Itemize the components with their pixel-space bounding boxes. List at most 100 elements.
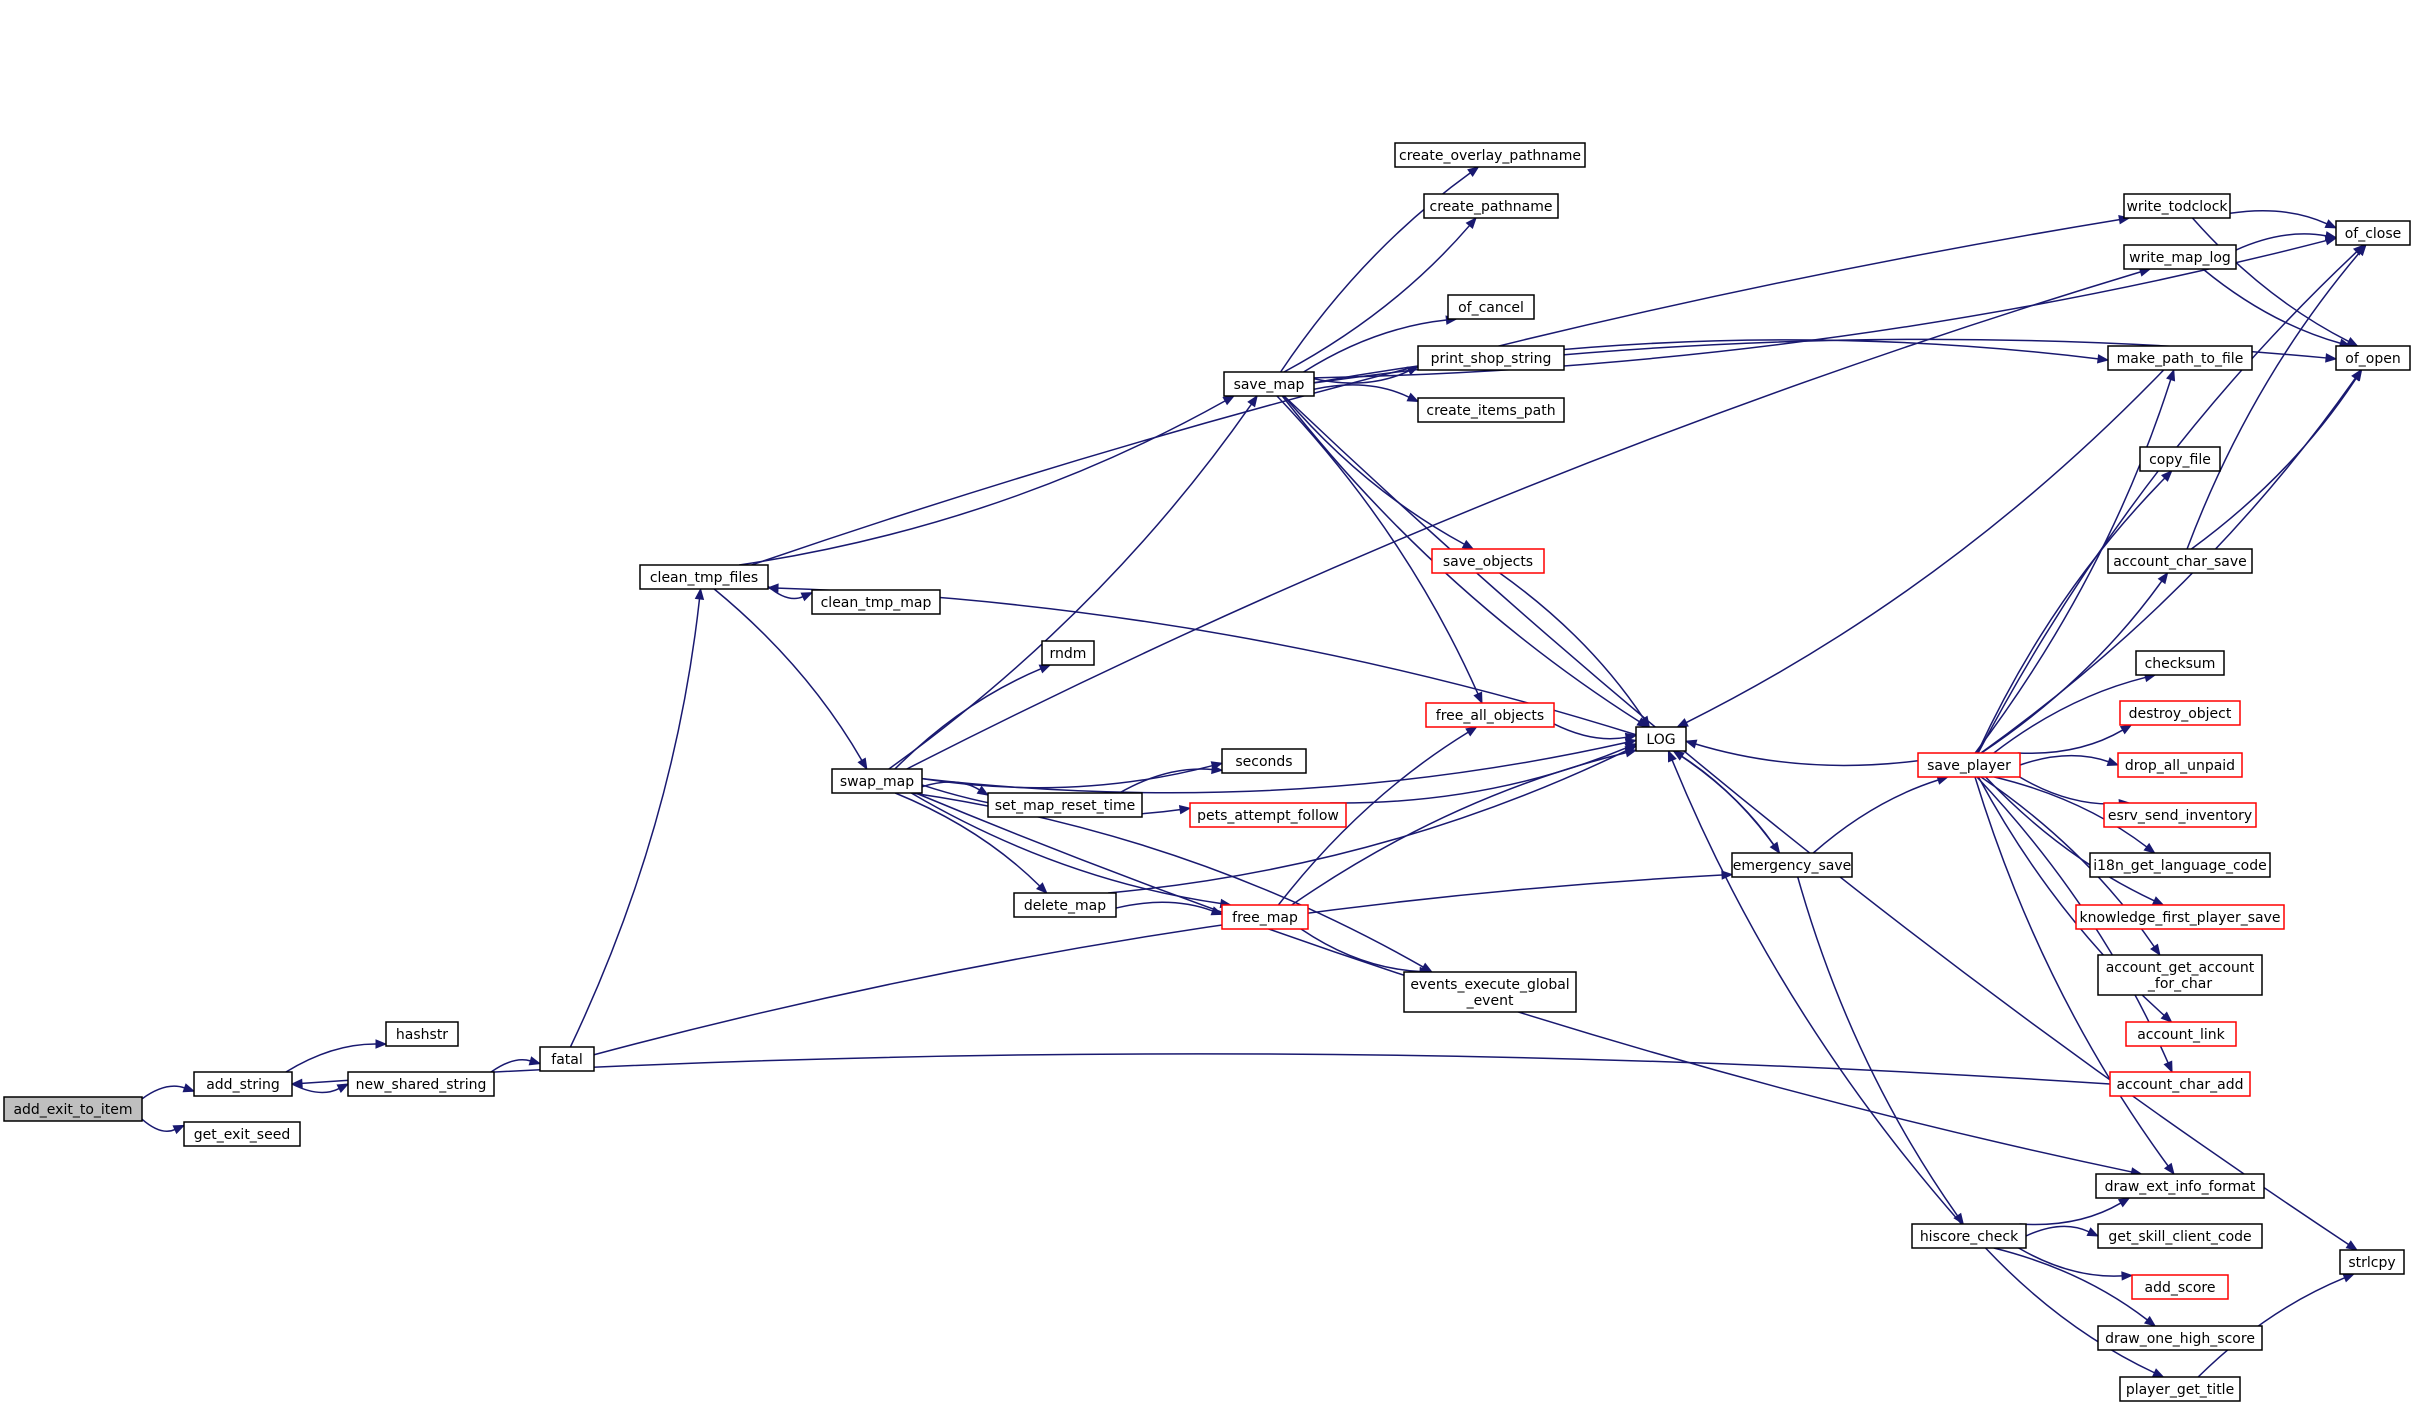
arrowhead-icon [1467, 166, 1480, 177]
node-player-get-title[interactable]: player_get_title [2119, 1376, 2241, 1402]
node-box [2103, 802, 2257, 828]
node-knowledge-first-player-save[interactable]: knowledge_first_player_save [2075, 904, 2285, 930]
node-label: get_skill_client_code [2108, 1229, 2251, 1245]
node-account-char-save[interactable]: account_char_save [2107, 548, 2253, 574]
node-get-exit-seed[interactable]: get_exit_seed [183, 1121, 301, 1147]
node-print-shop-string[interactable]: print_shop_string [1417, 345, 1565, 371]
node-get-skill-client-code[interactable]: get_skill_client_code [2097, 1223, 2263, 1249]
node-label: new_shared_string [356, 1077, 487, 1093]
node-box [2097, 1325, 2263, 1351]
node-of-cancel[interactable]: of_cancel [1447, 294, 1535, 320]
node-add-exit-to-item[interactable]: add_exit_to_item [3, 1096, 143, 1122]
node-box [1221, 748, 1307, 774]
arrowhead-icon [1406, 392, 1420, 403]
edge-account-char-save-to-of-close [2186, 243, 2367, 550]
node-add-string[interactable]: add_string [193, 1071, 293, 1097]
node-box [639, 564, 769, 590]
arrowhead-icon [1178, 805, 1192, 815]
node-of-open[interactable]: of_open [2335, 345, 2411, 371]
node-create-pathname[interactable]: create_pathname [1423, 193, 1559, 219]
arrowhead-icon [1038, 664, 1052, 674]
node-save-player[interactable]: save_player [1917, 752, 2021, 778]
node-copy-file[interactable]: copy_file [2139, 446, 2221, 472]
arrowhead-icon [2143, 1315, 2157, 1327]
edge-emergency-save-to-hiscore-check [1797, 876, 1965, 1226]
arrowhead-icon [1211, 764, 1224, 775]
edge-save-player-to-copy-file [1976, 470, 2173, 754]
node-create-overlay-pathname[interactable]: create_overlay_pathname [1394, 142, 1586, 168]
node-fatal[interactable]: fatal [539, 1046, 595, 1072]
node-save-objects[interactable]: save_objects [1431, 548, 1545, 574]
node-delete-map[interactable]: delete_map [1013, 892, 1117, 918]
node-free-map[interactable]: free_map [1221, 904, 1309, 930]
node-hiscore-check[interactable]: hiscore_check [1911, 1223, 2027, 1249]
node-box [1189, 802, 1347, 828]
arrowhead-icon [800, 592, 814, 602]
node-strlcpy[interactable]: strlcpy [2339, 1249, 2405, 1275]
edge-account-char-save-to-of-open [2190, 368, 2363, 550]
node-account-char-add[interactable]: account_char_add [2109, 1071, 2251, 1097]
node-write-map-log[interactable]: write_map_log [2123, 244, 2237, 270]
edge-write-map-log-to-of-open [2202, 268, 2352, 348]
node-clean-tmp-files[interactable]: clean_tmp_files [639, 564, 769, 590]
node-label: draw_ext_info_format [2105, 1179, 2256, 1195]
node-box [2089, 852, 2271, 878]
node-of-close[interactable]: of_close [2335, 220, 2411, 246]
edge-swap-map-to-rndm [894, 664, 1052, 770]
node-account-link[interactable]: account_link [2125, 1021, 2237, 1047]
node-account-get-account-for-char[interactable]: account_get_account_for_char [2097, 954, 2263, 996]
node-box [2335, 220, 2411, 246]
node-destroy-object[interactable]: destroy_object [2119, 700, 2241, 726]
arrowhead-icon [2150, 943, 2161, 957]
node-i18n-get-language-code[interactable]: i18n_get_language_code [2089, 852, 2271, 878]
node-seconds[interactable]: seconds [1221, 748, 1307, 774]
node-new-shared-string[interactable]: new_shared_string [347, 1071, 495, 1097]
node-set-map-reset-time[interactable]: set_map_reset_time [987, 792, 1143, 818]
node-label: account_char_add [2116, 1077, 2243, 1093]
node-create-items-path[interactable]: create_items_path [1417, 397, 1565, 423]
node-checksum[interactable]: checksum [2135, 650, 2225, 676]
node-save-map[interactable]: save_map [1223, 371, 1315, 397]
node-make-path-to-file[interactable]: make_path_to_file [2107, 345, 2253, 371]
node-label: delete_map [1024, 898, 1106, 914]
arrowhead-icon [2151, 1368, 2165, 1378]
node-hashstr[interactable]: hashstr [385, 1021, 459, 1047]
node-free-all-objects[interactable]: free_all_objects [1425, 702, 1555, 728]
node-pets-attempt-follow[interactable]: pets_attempt_follow [1189, 802, 1347, 828]
node-box [1417, 397, 1565, 423]
arrowhead-icon [528, 1056, 542, 1066]
node-box [1403, 971, 1577, 1013]
edge-swap-map-to-write-map-log [906, 267, 2152, 770]
node-esrv-send-inventory[interactable]: esrv_send_inventory [2103, 802, 2257, 828]
node-add-score[interactable]: add_score [2131, 1274, 2229, 1300]
arrowhead-icon [2163, 1162, 2175, 1176]
node-rndm[interactable]: rndm [1041, 640, 1095, 666]
node-box [347, 1071, 495, 1097]
node-box [1223, 371, 1315, 397]
node-draw-one-high-score[interactable]: draw_one_high_score [2097, 1325, 2263, 1351]
arrowhead-icon [1624, 732, 1638, 743]
node-box [1013, 892, 1117, 918]
node-clean-tmp-map[interactable]: clean_tmp_map [811, 589, 941, 615]
node-label: strlcpy [2348, 1255, 2395, 1271]
edge-fatal-to-clean-tmp-files [569, 587, 705, 1048]
node-label: hiscore_check [1920, 1229, 2019, 1245]
node-emergency-save[interactable]: emergency_save [1731, 852, 1853, 878]
node-draw-ext-info-format[interactable]: draw_ext_info_format [2095, 1173, 2265, 1199]
node-box [831, 768, 923, 794]
node-box [1911, 1223, 2027, 1249]
node-swap-map[interactable]: swap_map [831, 768, 923, 794]
node-label: account_get_account [2106, 960, 2255, 976]
node-label: hashstr [396, 1027, 448, 1043]
edge-save-map-to-strlcpy [1283, 395, 2359, 1251]
node-write-todclock[interactable]: write_todclock [2123, 193, 2231, 219]
node-box [385, 1021, 459, 1047]
node-events-execute-global-event[interactable]: events_execute_global_event [1403, 971, 1577, 1013]
node-log[interactable]: LOG [1635, 726, 1687, 752]
node-box [1431, 548, 1545, 574]
node-drop-all-unpaid[interactable]: drop_all_unpaid [2117, 752, 2243, 778]
arrowhead-icon [182, 1083, 196, 1093]
edge-save-player-to-draw-ext-info-format [1974, 776, 2175, 1176]
node-box [2123, 244, 2237, 270]
arrowhead-icon [2163, 1060, 2173, 1074]
